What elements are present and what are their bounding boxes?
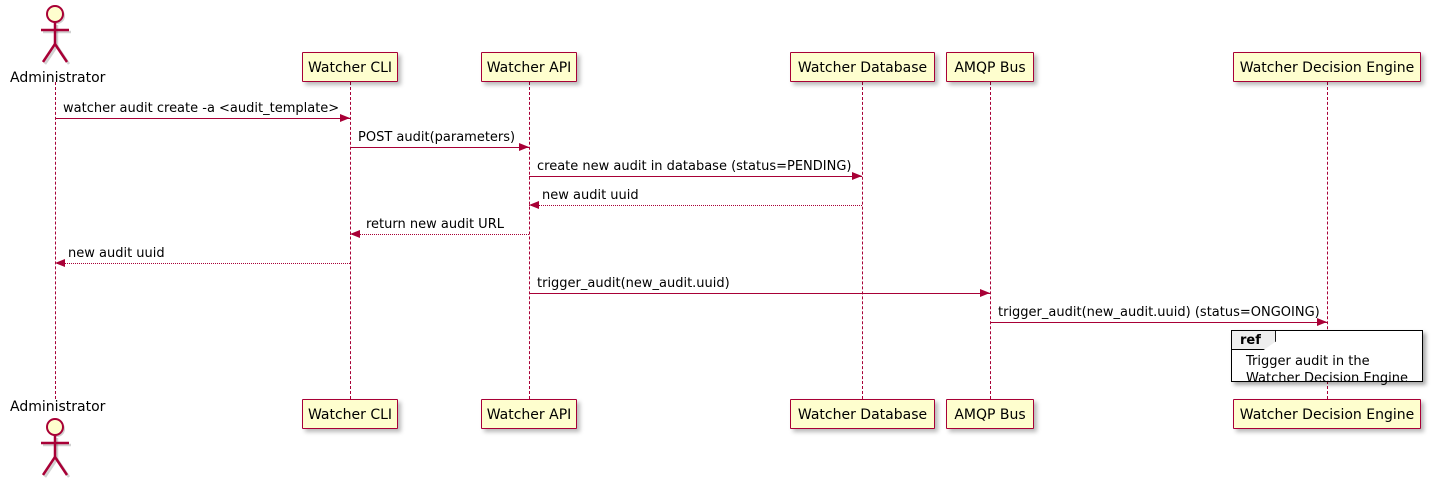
message-line-msg-2: [350, 147, 529, 148]
message-arrowhead-msg-3: [852, 172, 862, 180]
message-line-msg-8: [990, 322, 1327, 323]
participant-watcher-api-bottom[interactable]: Watcher API: [481, 399, 577, 429]
participant-watcher-cli-top[interactable]: Watcher CLI: [302, 52, 398, 82]
message-line-msg-5: [350, 234, 529, 235]
ref-fragment-line-1: Trigger audit in the: [1246, 354, 1370, 369]
actor-administrator-bottom: [31, 417, 79, 479]
actor-figure-icon: [41, 5, 71, 65]
message-arrowhead-msg-4: [529, 201, 539, 209]
actor-label-administrator-bottom: Administrator: [10, 399, 106, 415]
actor-label-administrator-top: Administrator: [10, 70, 106, 86]
message-line-msg-1: [55, 118, 350, 119]
message-arrowhead-msg-6: [55, 259, 65, 267]
lifeline-watcher-api: [529, 82, 530, 399]
participant-watcher-decision-engine-bottom[interactable]: Watcher Decision Engine: [1233, 399, 1421, 429]
actor-administrator-top: [31, 4, 79, 66]
ref-fragment-tab-label: ref: [1232, 331, 1276, 350]
participant-watcher-database-top[interactable]: Watcher Database: [790, 52, 935, 82]
lifeline-amqp-bus: [990, 82, 991, 399]
message-label-msg-2: POST audit(parameters): [358, 130, 516, 145]
message-line-msg-3: [529, 176, 862, 177]
participant-watcher-api-top[interactable]: Watcher API: [481, 52, 577, 82]
message-line-msg-4: [529, 205, 862, 206]
message-label-msg-7: trigger_audit(new_audit.uuid): [537, 276, 730, 291]
participant-amqp-bus-bottom[interactable]: AMQP Bus: [946, 399, 1034, 429]
lifeline-watcher-decision-engine: [1327, 82, 1328, 399]
message-arrowhead-msg-2: [519, 143, 529, 151]
message-label-msg-3: create new audit in database (status=PEN…: [537, 159, 852, 174]
message-arrowhead-msg-7: [980, 289, 990, 297]
message-line-msg-7: [529, 293, 990, 294]
participant-watcher-decision-engine-top[interactable]: Watcher Decision Engine: [1233, 52, 1421, 82]
message-arrowhead-msg-1: [340, 114, 350, 122]
lifeline-administrator: [55, 82, 56, 399]
message-label-msg-8: trigger_audit(new_audit.uuid) (status=ON…: [998, 305, 1320, 320]
lifeline-watcher-database: [862, 82, 863, 399]
message-line-msg-6: [55, 263, 350, 264]
message-arrowhead-msg-8: [1317, 318, 1327, 326]
lifeline-watcher-cli: [350, 82, 351, 399]
message-label-msg-5: return new audit URL: [366, 217, 504, 232]
message-arrowhead-msg-5: [350, 230, 360, 238]
participant-amqp-bus-top[interactable]: AMQP Bus: [946, 52, 1034, 82]
ref-fragment-line-2: Watcher Decision Engine: [1246, 371, 1408, 386]
message-label-msg-1: watcher audit create -a <audit_template>: [63, 101, 340, 116]
message-label-msg-6: new audit uuid: [68, 246, 165, 261]
actor-figure-icon: [41, 418, 71, 478]
message-label-msg-4: new audit uuid: [542, 188, 639, 203]
participant-watcher-cli-bottom[interactable]: Watcher CLI: [302, 399, 398, 429]
participant-watcher-database-bottom[interactable]: Watcher Database: [790, 399, 935, 429]
